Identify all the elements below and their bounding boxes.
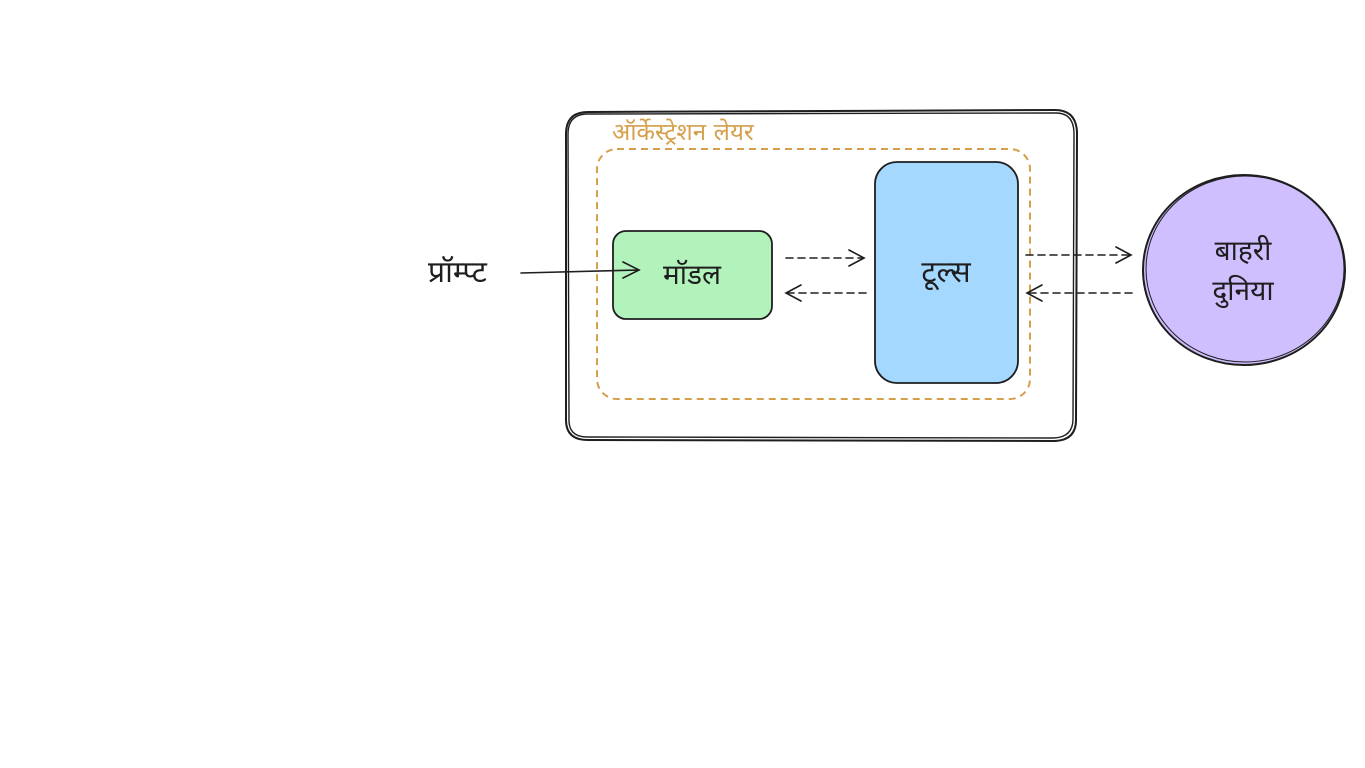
world-to-tools-arrow xyxy=(1025,284,1133,302)
tools-to-world-arrow xyxy=(1025,246,1133,264)
outside-world-label-line2: दुनिया xyxy=(1212,274,1274,309)
model-box: मॉडल xyxy=(612,230,773,320)
outside-world-label-line1: बाहरी xyxy=(1215,234,1273,267)
orchestration-layer-label: ऑर्केस्ट्रेशन लेयर xyxy=(612,118,755,146)
model-to-tools-arrow xyxy=(785,249,866,267)
prompt-to-model-arrow xyxy=(520,261,641,279)
model-label: मॉडल xyxy=(663,258,722,291)
prompt-label: प्रॉम्प्ट xyxy=(428,255,488,290)
tools-box: टूल्स xyxy=(874,161,1019,384)
outside-world-circle: बाहरी दुनिया xyxy=(1142,174,1346,366)
tools-to-model-arrow xyxy=(784,284,867,302)
tools-label: टूल्स xyxy=(921,255,971,291)
outer-container xyxy=(565,108,1079,443)
orchestration-layer-region xyxy=(596,148,1031,400)
